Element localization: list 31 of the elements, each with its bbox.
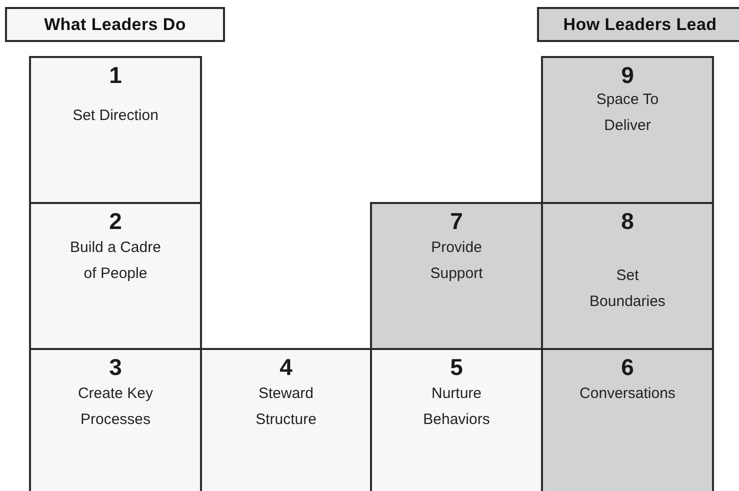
step-label: Set Direction (72, 106, 160, 126)
step-box (29, 56, 202, 204)
step-label: Provide Support (429, 238, 484, 284)
step-box (541, 56, 714, 204)
step-box (29, 348, 202, 491)
step-label: Build a Cadre of People (69, 238, 162, 284)
step-label: Set Boundaries (588, 266, 666, 312)
step-number: 2 (109, 210, 122, 233)
step-box (541, 202, 714, 350)
step-box (370, 202, 543, 350)
heading-box (5, 7, 225, 42)
heading-text: How Leaders Lead (563, 14, 717, 34)
step-number: 4 (280, 356, 292, 379)
step-number: 7 (450, 210, 463, 233)
step-label: Create Key Processes (76, 384, 154, 430)
step-label: Steward Structure (254, 384, 318, 430)
heading-text: What Leaders Do (44, 14, 186, 34)
step-number: 5 (450, 356, 463, 379)
step-number: 1 (109, 64, 122, 87)
step-label: Conversations (578, 384, 676, 404)
step-box (200, 348, 372, 491)
step-number: 9 (621, 64, 634, 87)
step-label: Space To Deliver (595, 90, 660, 136)
step-number: 8 (621, 210, 634, 233)
step-number: 6 (621, 356, 634, 379)
step-box (29, 202, 202, 350)
step-box (541, 348, 714, 491)
step-box (370, 348, 543, 491)
step-number: 3 (109, 356, 122, 379)
step-label: Nurture Behaviors (422, 384, 491, 430)
heading-box (537, 7, 739, 42)
